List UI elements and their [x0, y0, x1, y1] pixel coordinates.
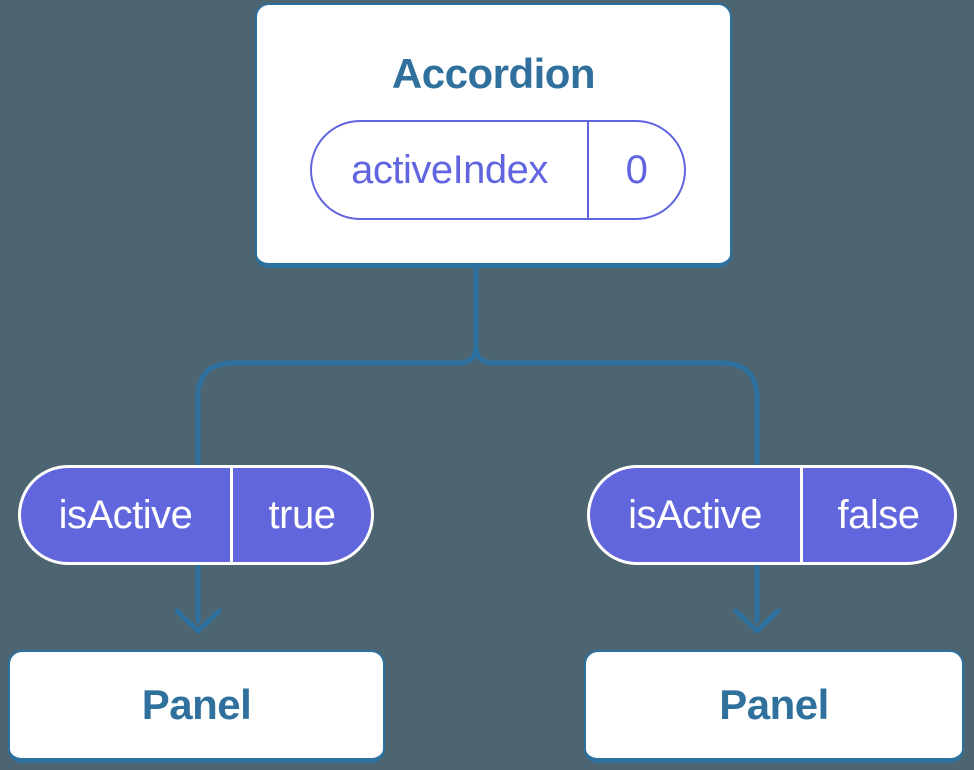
- prop-name: isActive: [21, 468, 233, 562]
- arrow-down-icon-right: [733, 608, 781, 634]
- connector-left-branch: [195, 261, 479, 624]
- prop-value: false: [837, 492, 921, 537]
- prop-name: isActive: [590, 468, 803, 562]
- state-value: 0: [625, 147, 648, 192]
- panel-title: Panel: [141, 681, 252, 728]
- accordion-node: Accordion activeIndex 0: [255, 3, 732, 268]
- panel-node-left: Panel: [8, 650, 385, 763]
- panel-title: Panel: [719, 681, 829, 728]
- state-pill-activeindex: activeIndex 0: [310, 120, 686, 220]
- arrow-down-icon-left: [174, 608, 222, 634]
- panel-node-right: Panel: [584, 650, 964, 763]
- prop-value: true: [268, 492, 336, 537]
- accordion-title: Accordion: [391, 50, 596, 97]
- state-name: activeIndex: [312, 122, 589, 218]
- prop-pill-isactive-false: isActive false: [587, 465, 957, 565]
- prop-pill-isactive-true: isActive true: [18, 465, 374, 565]
- connector-right-branch: [473, 343, 760, 624]
